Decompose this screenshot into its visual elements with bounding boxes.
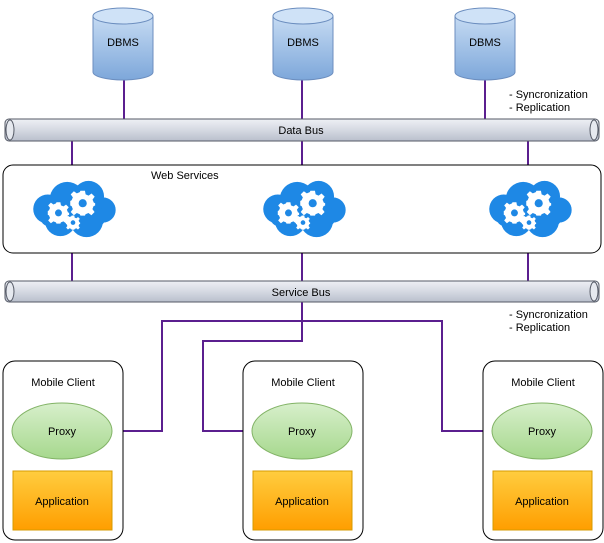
proxy-label: Proxy <box>288 426 317 438</box>
mobile-client-title: Mobile Client <box>271 377 335 389</box>
connector-lines <box>71 79 529 432</box>
mobile-client-3: Mobile Client Proxy Application <box>482 360 604 541</box>
service-bus: Service Bus <box>4 280 600 303</box>
dbms-cylinder-3: DBMS <box>454 7 516 81</box>
dbms-label: DBMS <box>287 37 319 49</box>
dbms-label: DBMS <box>469 37 501 49</box>
web-services-group: Web Services <box>2 164 602 254</box>
service-bus-label: Service Bus <box>272 287 331 299</box>
dbms-cylinder-2: DBMS <box>272 7 334 81</box>
data-bus-note: - Replication <box>509 102 570 114</box>
mobile-client-1: Mobile Client Proxy Application <box>2 360 124 541</box>
service-bus-note: - Syncronization <box>509 309 588 321</box>
mobile-client-2: Mobile Client Proxy Application <box>242 360 364 541</box>
mobile-client-title: Mobile Client <box>511 377 575 389</box>
mobile-client-title: Mobile Client <box>31 377 95 389</box>
proxy-label: Proxy <box>528 426 557 438</box>
data-bus-label: Data Bus <box>278 125 324 137</box>
application-label: Application <box>515 496 569 508</box>
data-bus-note: - Syncronization <box>509 89 588 101</box>
dbms-cylinder-1: DBMS <box>92 7 154 81</box>
application-label: Application <box>35 496 89 508</box>
web-services-label: Web Services <box>151 170 219 182</box>
service-bus-note: - Replication <box>509 322 570 334</box>
proxy-label: Proxy <box>48 426 77 438</box>
dbms-label: DBMS <box>107 37 139 49</box>
data-bus: Data Bus <box>4 118 600 142</box>
application-label: Application <box>275 496 329 508</box>
